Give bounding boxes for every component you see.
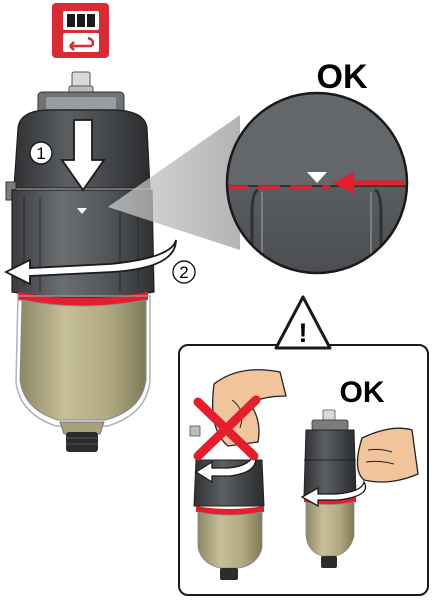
red-x-icon bbox=[193, 395, 261, 461]
ok-label-top: OK bbox=[317, 58, 368, 96]
alignment-arrow bbox=[333, 172, 404, 194]
correct-rotate-arrow bbox=[300, 480, 367, 508]
correct-hand-icon bbox=[356, 427, 419, 483]
warning-triangle-icon: ! bbox=[274, 295, 332, 350]
rotate-left-arrow bbox=[3, 239, 177, 286]
step-1-label: 1 bbox=[36, 144, 45, 163]
step-1-marker: 1 bbox=[29, 141, 53, 165]
step-2-marker: 2 bbox=[172, 260, 196, 284]
ok-label-bottom: OK bbox=[340, 376, 385, 409]
correct-example-lubricator bbox=[303, 409, 357, 568]
zoom-callout-cone bbox=[108, 115, 240, 250]
push-down-arrow bbox=[60, 119, 106, 192]
battery-display-icon bbox=[52, 3, 109, 58]
step-2-label: 2 bbox=[179, 263, 188, 282]
wrong-rotate-arrow bbox=[194, 449, 257, 484]
warning-exclamation: ! bbox=[299, 318, 308, 348]
